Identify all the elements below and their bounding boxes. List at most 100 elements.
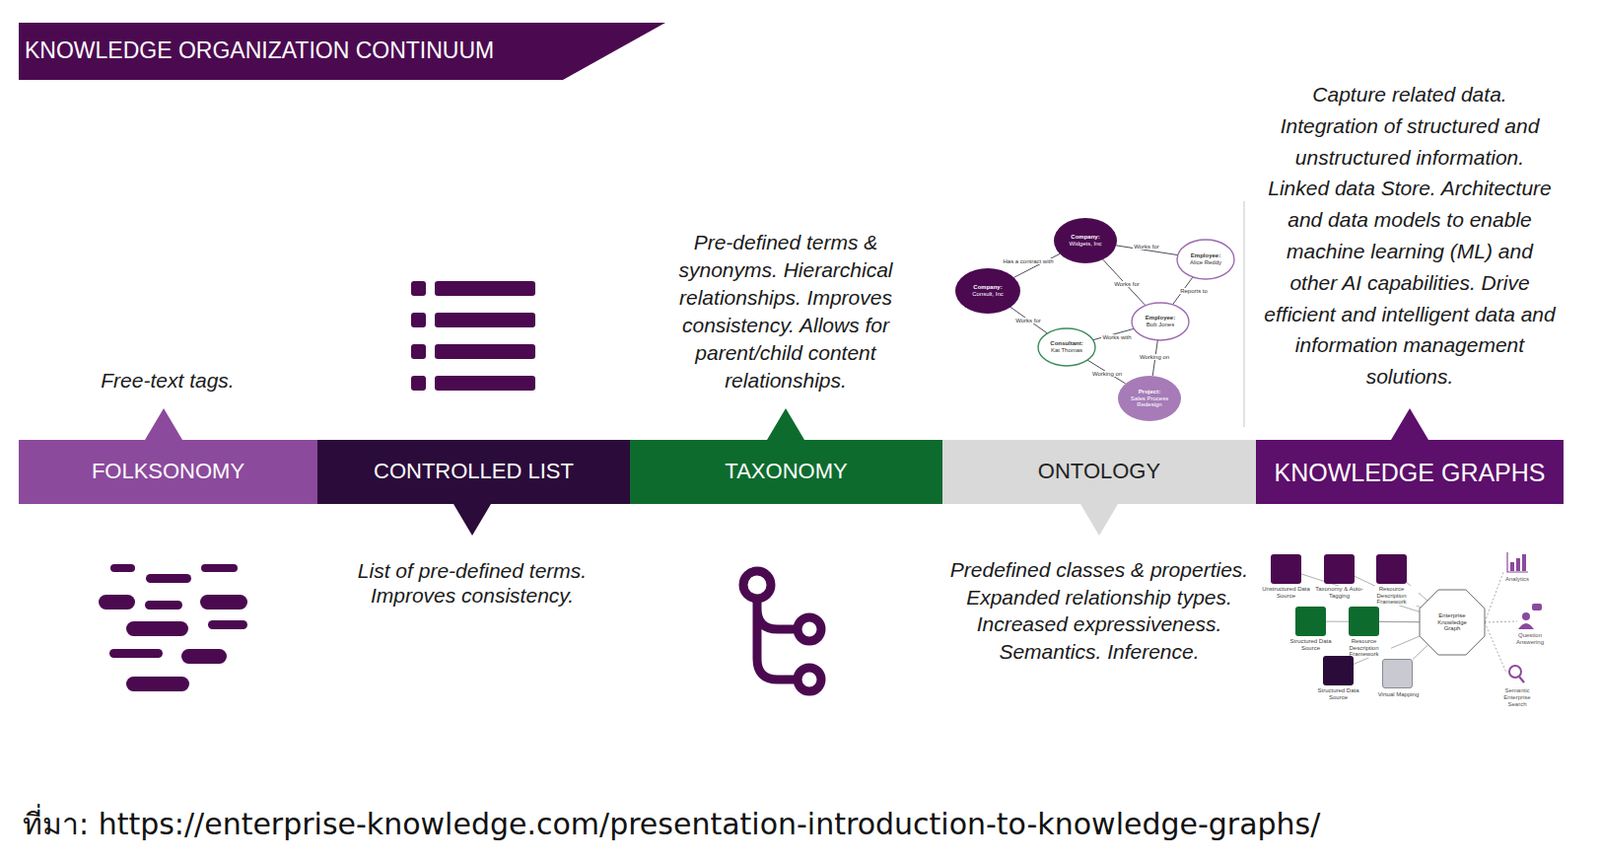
edge-label: Working on <box>1138 353 1171 361</box>
band-label: ONTOLOGY <box>1038 458 1161 485</box>
connector <box>1010 306 1047 334</box>
list-bullet <box>411 344 426 359</box>
list-bullet <box>411 312 426 328</box>
tag-dash <box>208 620 248 629</box>
node-text: Widgets, Inc <box>1063 240 1108 248</box>
magnifier-lens <box>1509 665 1522 678</box>
source-caption: ที่มา: https://enterprise-knowledge.com/… <box>22 805 1321 843</box>
tile-caption: Resource Description Framework <box>1364 585 1419 606</box>
output-link <box>1484 621 1518 623</box>
list-bar <box>434 375 536 391</box>
edge-label: Works for <box>1113 280 1141 288</box>
source-tile: Resource Description Framework <box>1348 606 1380 636</box>
chart-axis <box>1507 552 1529 572</box>
caption-wrap: Virtual Mapping <box>1371 691 1426 698</box>
tag-dash <box>144 600 183 610</box>
band-segment: TAXONOMY <box>629 439 943 504</box>
chart-bar <box>1510 561 1515 571</box>
divider-line <box>1243 201 1245 427</box>
output-link <box>1484 571 1504 623</box>
magnifier-handle <box>1519 676 1525 683</box>
description-text: Pre-defined terms & synonyms. Hierarchic… <box>646 228 925 395</box>
tag-dash <box>110 563 136 572</box>
tile-caption: Structured Data Source <box>1283 637 1338 651</box>
band-label: CONTROLLED LIST <box>373 458 574 485</box>
list-icon <box>411 280 536 391</box>
band-segment: ONTOLOGY <box>942 439 1256 504</box>
tag-dash <box>200 594 248 610</box>
connector <box>1412 644 1429 660</box>
hierarchy-child <box>797 667 822 692</box>
tile-caption: Virtual Mapping <box>1371 691 1426 698</box>
ellipse-fill <box>1038 328 1096 366</box>
description-text: List of pre-defined terms. Improves cons… <box>343 557 602 608</box>
tag-cloud-icon <box>98 563 248 692</box>
band-segment: KNOWLEDGE GRAPHS <box>1255 439 1564 504</box>
node-text: Enterprise Knowledge Graph <box>1429 612 1475 633</box>
connector <box>1093 328 1134 340</box>
list-bullet <box>411 280 426 296</box>
source-tile: Structured Data Source <box>1322 655 1354 686</box>
output-label: Semantic Enterprise Search <box>1493 687 1541 708</box>
band-segment: FOLKSONOMY <box>18 439 318 504</box>
band-label: TAXONOMY <box>724 458 847 485</box>
title-text: KNOWLEDGE ORGANIZATION CONTINUUM <box>24 37 494 66</box>
ellipse-fill <box>1177 239 1235 279</box>
ellipse-fill <box>1131 302 1189 341</box>
tag-dash <box>126 621 189 636</box>
ellipse-fill <box>955 268 1021 314</box>
list-bar <box>434 344 536 359</box>
entity-ellipse: Company:Widgets, Inc <box>1053 217 1117 264</box>
output-icons <box>1484 552 1542 683</box>
entity-ellipse: Project:Sales Process Redesign <box>1117 375 1182 421</box>
band-label: FOLKSONOMY <box>91 458 245 485</box>
person-head <box>1522 612 1531 621</box>
caption-wrap: Structured Data Source <box>1311 687 1366 700</box>
list-bar <box>434 280 536 296</box>
chart-bar <box>1522 554 1527 571</box>
entity-type: Consultant: <box>1046 340 1087 348</box>
ellipse-fill <box>1053 217 1117 264</box>
person-body <box>1518 623 1534 629</box>
description-text: Capture related data. Integration of str… <box>1263 78 1556 393</box>
speech-bubble <box>1531 603 1542 611</box>
entity-ellipse: Company:Consult, Inc <box>955 268 1021 314</box>
tile-caption: Structured Data Source <box>1311 687 1366 700</box>
edge-label: Has a contract with <box>1001 258 1054 266</box>
edge-label: Reports to <box>1179 287 1209 295</box>
edge-label: Works for <box>1014 317 1043 325</box>
source-tile: Taxonomy & Auto-Tagging <box>1323 554 1355 584</box>
source-tile: Virtual Mapping <box>1382 658 1413 689</box>
graph-octagon: Enterprise Knowledge Graph <box>1419 589 1485 655</box>
list-bullet <box>411 375 426 391</box>
entity-type: Employee: <box>1185 252 1226 260</box>
pointer-triangle <box>1080 503 1118 536</box>
band-label: KNOWLEDGE GRAPHS <box>1273 457 1545 487</box>
node-text: Alice Reddy <box>1185 259 1226 267</box>
entity-type: Company: <box>1063 233 1108 241</box>
hierarchy-branch <box>757 598 794 680</box>
source-tile: Unstructured Data Source <box>1270 554 1302 584</box>
caption-wrap: Resource Description Framework <box>1364 585 1419 606</box>
tile-caption: Taxonomy & Auto-Tagging <box>1312 585 1367 599</box>
pointer-triangle <box>453 503 491 536</box>
connector <box>1103 259 1146 306</box>
band-segment: CONTROLLED LIST <box>317 439 630 504</box>
hierarchy-child <box>797 617 822 641</box>
node-text: Kat Thomas <box>1046 347 1087 354</box>
caption-wrap: Taxonomy & Auto-Tagging <box>1312 585 1367 599</box>
output-label: Question Answering <box>1505 631 1555 646</box>
connector <box>1379 621 1420 623</box>
caption-wrap: Unstructured Data Source <box>1258 585 1314 599</box>
description-text: Free-text tags. <box>54 368 281 393</box>
hierarchy-icon <box>743 570 822 692</box>
source-tile: Resource Description Framework <box>1376 554 1407 584</box>
edge-label: Working on <box>1091 370 1123 378</box>
caption-wrap: Resource Description Framework <box>1336 637 1392 658</box>
tag-dash <box>126 676 190 692</box>
source-tile: Structured Data Source <box>1295 606 1326 636</box>
entity-type: Project: <box>1127 388 1172 396</box>
tag-dash <box>98 594 136 610</box>
edge-label: Works for <box>1132 243 1161 251</box>
